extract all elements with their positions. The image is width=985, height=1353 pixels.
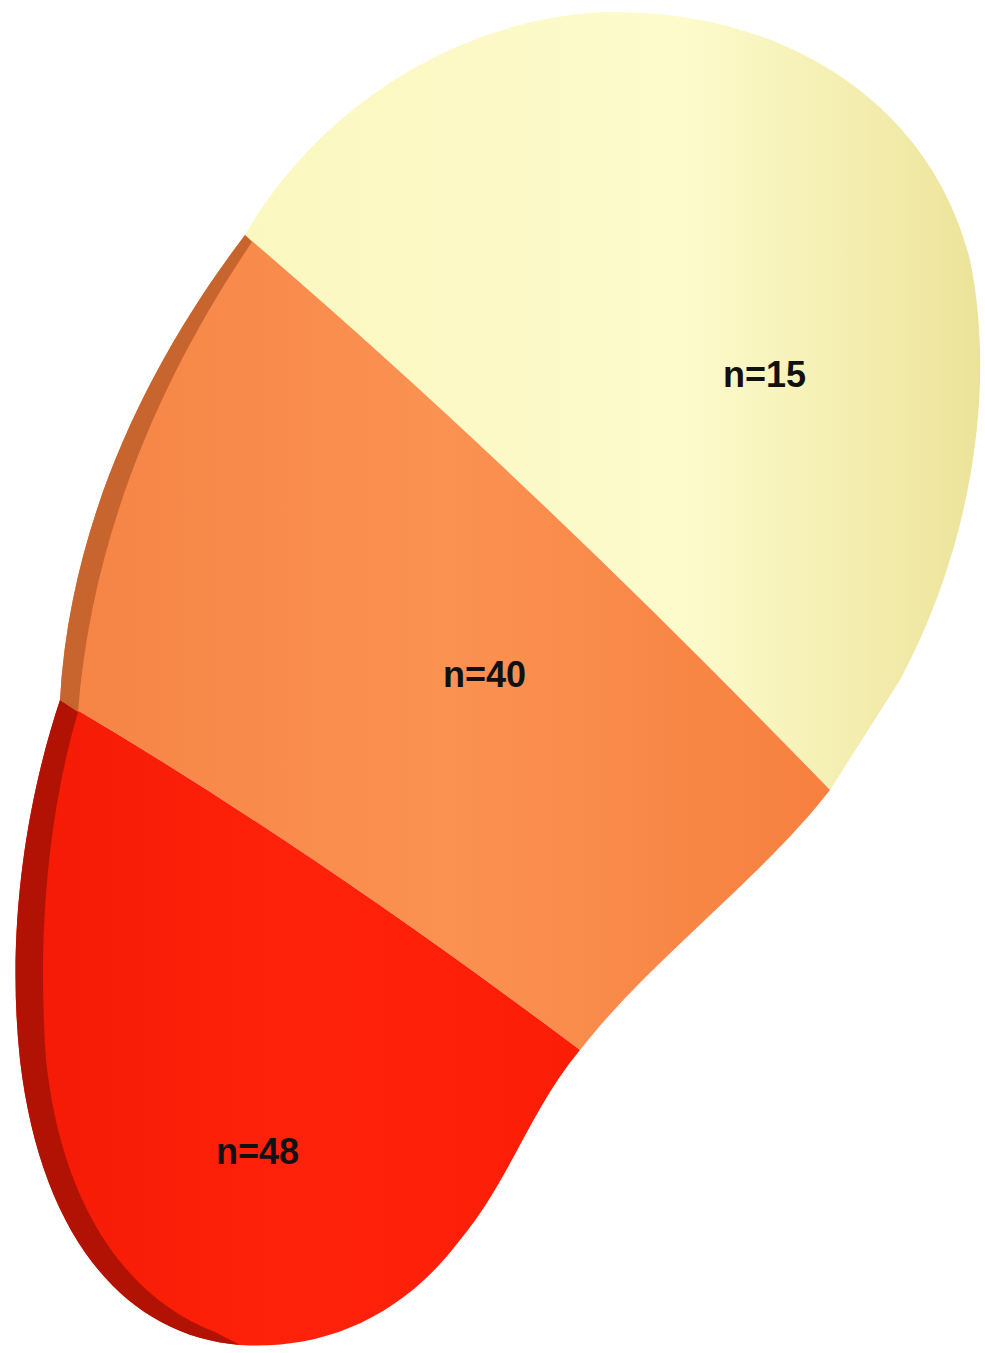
lower-rim xyxy=(16,700,240,1345)
band-region: n=15 xyxy=(713,348,816,402)
band-region: n=48 xyxy=(206,1125,309,1179)
lower-band-shape xyxy=(16,700,580,1346)
band-region: n=40 xyxy=(433,648,536,702)
middle-rim xyxy=(60,235,252,712)
count-label: n=15 xyxy=(723,354,806,396)
count-label: n=48 xyxy=(216,1131,299,1173)
count-label: n=40 xyxy=(443,654,526,696)
